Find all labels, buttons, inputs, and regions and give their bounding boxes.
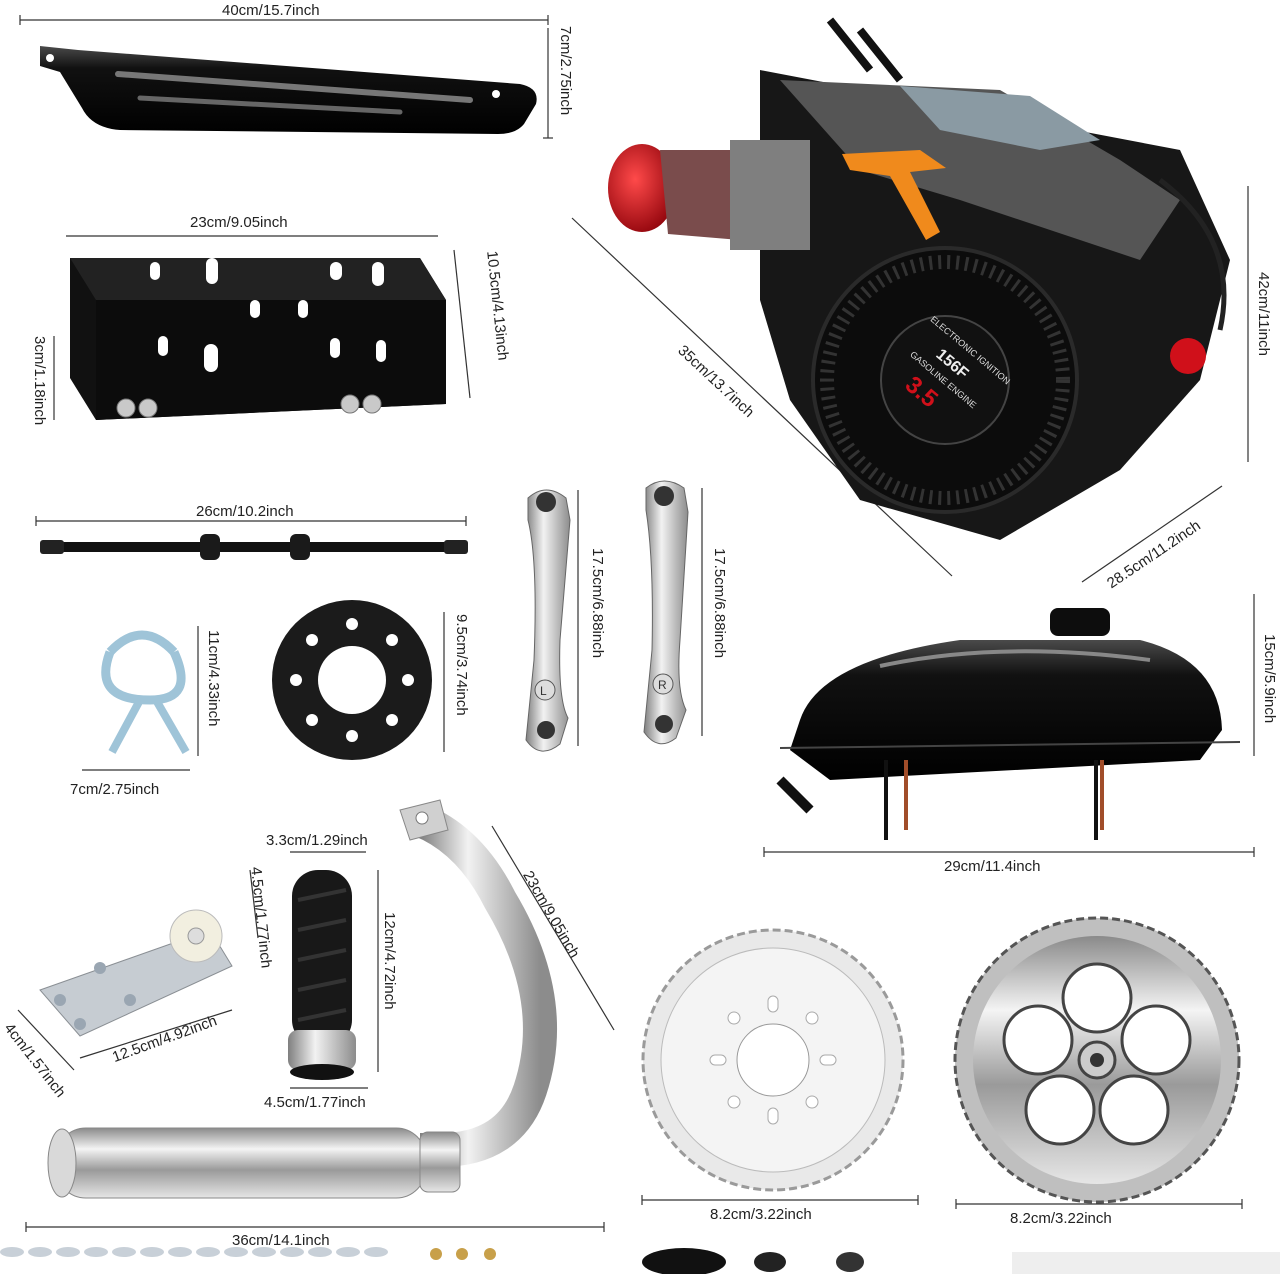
sprocket-left-label: 8.2cm/3.22inch (710, 1206, 812, 1223)
clamp-part (101, 630, 190, 754)
engine-height-label: 42cm/11inch (1255, 272, 1272, 356)
dimension-lines (17, 19, 1255, 1228)
exhaust-length-label: 36cm/14.1inch (232, 1232, 330, 1249)
side-cover-part (40, 46, 537, 134)
shaft-length-label: 26cm/10.2inch (196, 503, 294, 520)
crank-arm-right-part: R (643, 480, 689, 745)
grip-bottom-label: 4.5cm/1.77inch (264, 1094, 366, 1111)
drive-shaft-part (40, 534, 468, 560)
side-cover-height-label: 7cm/2.75inch (557, 26, 574, 116)
crank-right-length-label: 17.5cm/6.88inch (711, 548, 728, 659)
sprocket-right-part (953, 916, 1241, 1204)
fuel-tank-part (776, 608, 1241, 840)
clamp-height-label: 11cm/4.33inch (205, 630, 222, 727)
crank-left-length-label: 17.5cm/6.88inch (589, 548, 606, 659)
exhaust-part (47, 799, 557, 1199)
handle-grip-part (288, 870, 356, 1080)
crank-arm-left-part: L (525, 489, 571, 752)
tank-height-label: 15cm/5.9inch (1261, 634, 1278, 724)
crank-left-mark: L (540, 684, 547, 698)
engine-part: ELECTRONIC IGNITION 156F GASOLINE ENGINE… (608, 17, 1230, 540)
clamp-width-label: 7cm/2.75inch (70, 781, 160, 798)
grip-top-label: 3.3cm/1.29inch (266, 832, 368, 849)
mount-plate-width-label: 23cm/9.05inch (190, 214, 288, 231)
mount-plate-height-label: 3cm/1.18inch (31, 336, 48, 426)
crank-right-mark: R (658, 678, 667, 692)
side-cover-width-label: 40cm/15.7inch (222, 2, 320, 19)
grip-length-label: 12cm/4.72inch (381, 912, 398, 1010)
tank-length-label: 29cm/11.4inch (944, 858, 1041, 875)
hardware-strip (0, 1247, 1280, 1274)
sprocket-left-part (641, 928, 905, 1192)
dimension-ticks (19, 15, 1255, 1232)
gasket-part (272, 600, 432, 760)
chain-tensioner-part (39, 909, 233, 1037)
gasket-diameter-label: 9.5cm/3.74inch (453, 614, 470, 716)
sprocket-right-label: 8.2cm/3.22inch (1010, 1210, 1112, 1227)
mount-plate-part (70, 258, 446, 420)
